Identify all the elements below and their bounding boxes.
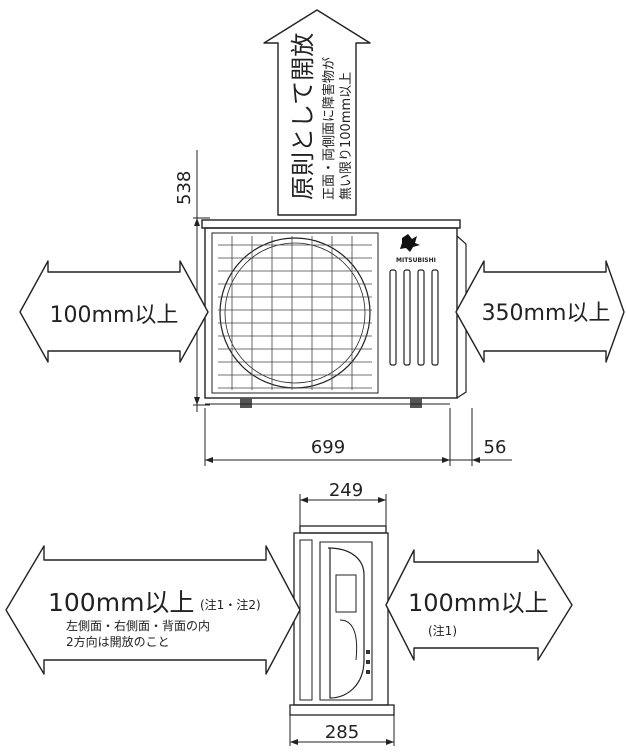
width-dimension	[204, 408, 512, 466]
side-depth-dimension	[299, 494, 387, 526]
outdoor-unit-side-view	[289, 525, 395, 716]
side-base-dimension	[289, 715, 395, 746]
left-arrow-side-sub2: 2方向は開放のこと	[66, 634, 170, 649]
left-arrow-side-note: (注1・注2)	[200, 597, 261, 612]
height-dimension-label: 538	[174, 171, 195, 205]
left-clearance-arrow-side	[5, 545, 301, 675]
right-clearance-arrow-front	[455, 260, 625, 363]
brand-label: MITSUBISHI	[396, 257, 436, 264]
side-depth-label: 249	[329, 480, 363, 501]
right-extra-dimension-label: 56	[484, 437, 507, 458]
left-arrow-front-text: 100mm以上	[50, 303, 179, 328]
left-arrow-side-sub1: 左側面・右側面・背面の内	[66, 618, 210, 633]
right-clearance-arrow-side	[385, 549, 573, 661]
top-arrow-sub1-text: 正面・両側面に障害物が	[321, 57, 337, 200]
side-base-label: 285	[325, 722, 359, 743]
right-arrow-front-text: 350mm以上	[482, 301, 611, 326]
top-arrow-sub2-text: 無い限り100mm以上	[339, 72, 354, 200]
brand-logo-icon	[400, 234, 420, 252]
outdoor-unit-front-view: MITSUBISHI	[201, 219, 467, 408]
left-clearance-arrow-front	[19, 260, 209, 363]
left-arrow-side-text: 100mm以上	[48, 588, 194, 617]
right-arrow-side-note: (注1)	[428, 623, 457, 638]
right-arrow-side-text: 100mm以上	[408, 589, 549, 617]
top-clearance-arrow	[263, 9, 371, 216]
width-dimension-label: 699	[311, 437, 345, 458]
top-arrow-main-text: 原則として開放	[289, 33, 317, 200]
height-dimension	[193, 150, 210, 412]
